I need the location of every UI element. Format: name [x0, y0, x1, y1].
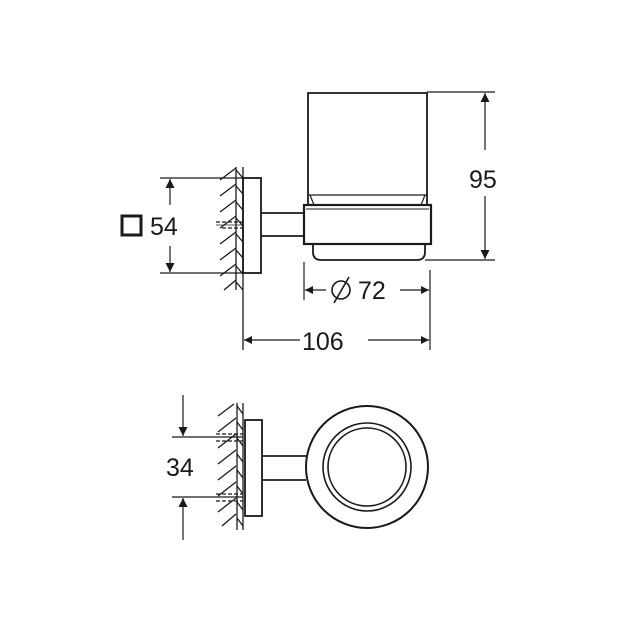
dimension-plate	[120, 177, 243, 274]
holder-ring-outer	[305, 405, 429, 529]
cup	[307, 92, 428, 205]
diameter-icon	[331, 276, 351, 304]
holder-ring	[302, 203, 433, 246]
dimension-hole-spacing	[172, 395, 243, 540]
wall-plate	[244, 419, 263, 517]
diameter-value: 72	[358, 277, 386, 305]
wall-hatching	[216, 167, 244, 350]
arm	[262, 455, 306, 481]
arm	[261, 212, 304, 237]
wall-plate	[242, 177, 262, 274]
wall-hatching	[216, 403, 244, 530]
side-view	[120, 91, 495, 350]
square-icon	[120, 214, 143, 237]
cup-rim-inner	[327, 427, 407, 507]
cup-base	[312, 244, 426, 261]
top-view	[172, 395, 429, 540]
plate-value: 54	[150, 213, 178, 241]
projection-value: 106	[302, 328, 344, 356]
dimension-diameter	[303, 262, 431, 350]
cup-rim-outer	[322, 422, 412, 512]
height-value: 95	[469, 166, 497, 194]
dimension-height	[425, 91, 495, 261]
hole-spacing-value: 34	[166, 454, 194, 482]
